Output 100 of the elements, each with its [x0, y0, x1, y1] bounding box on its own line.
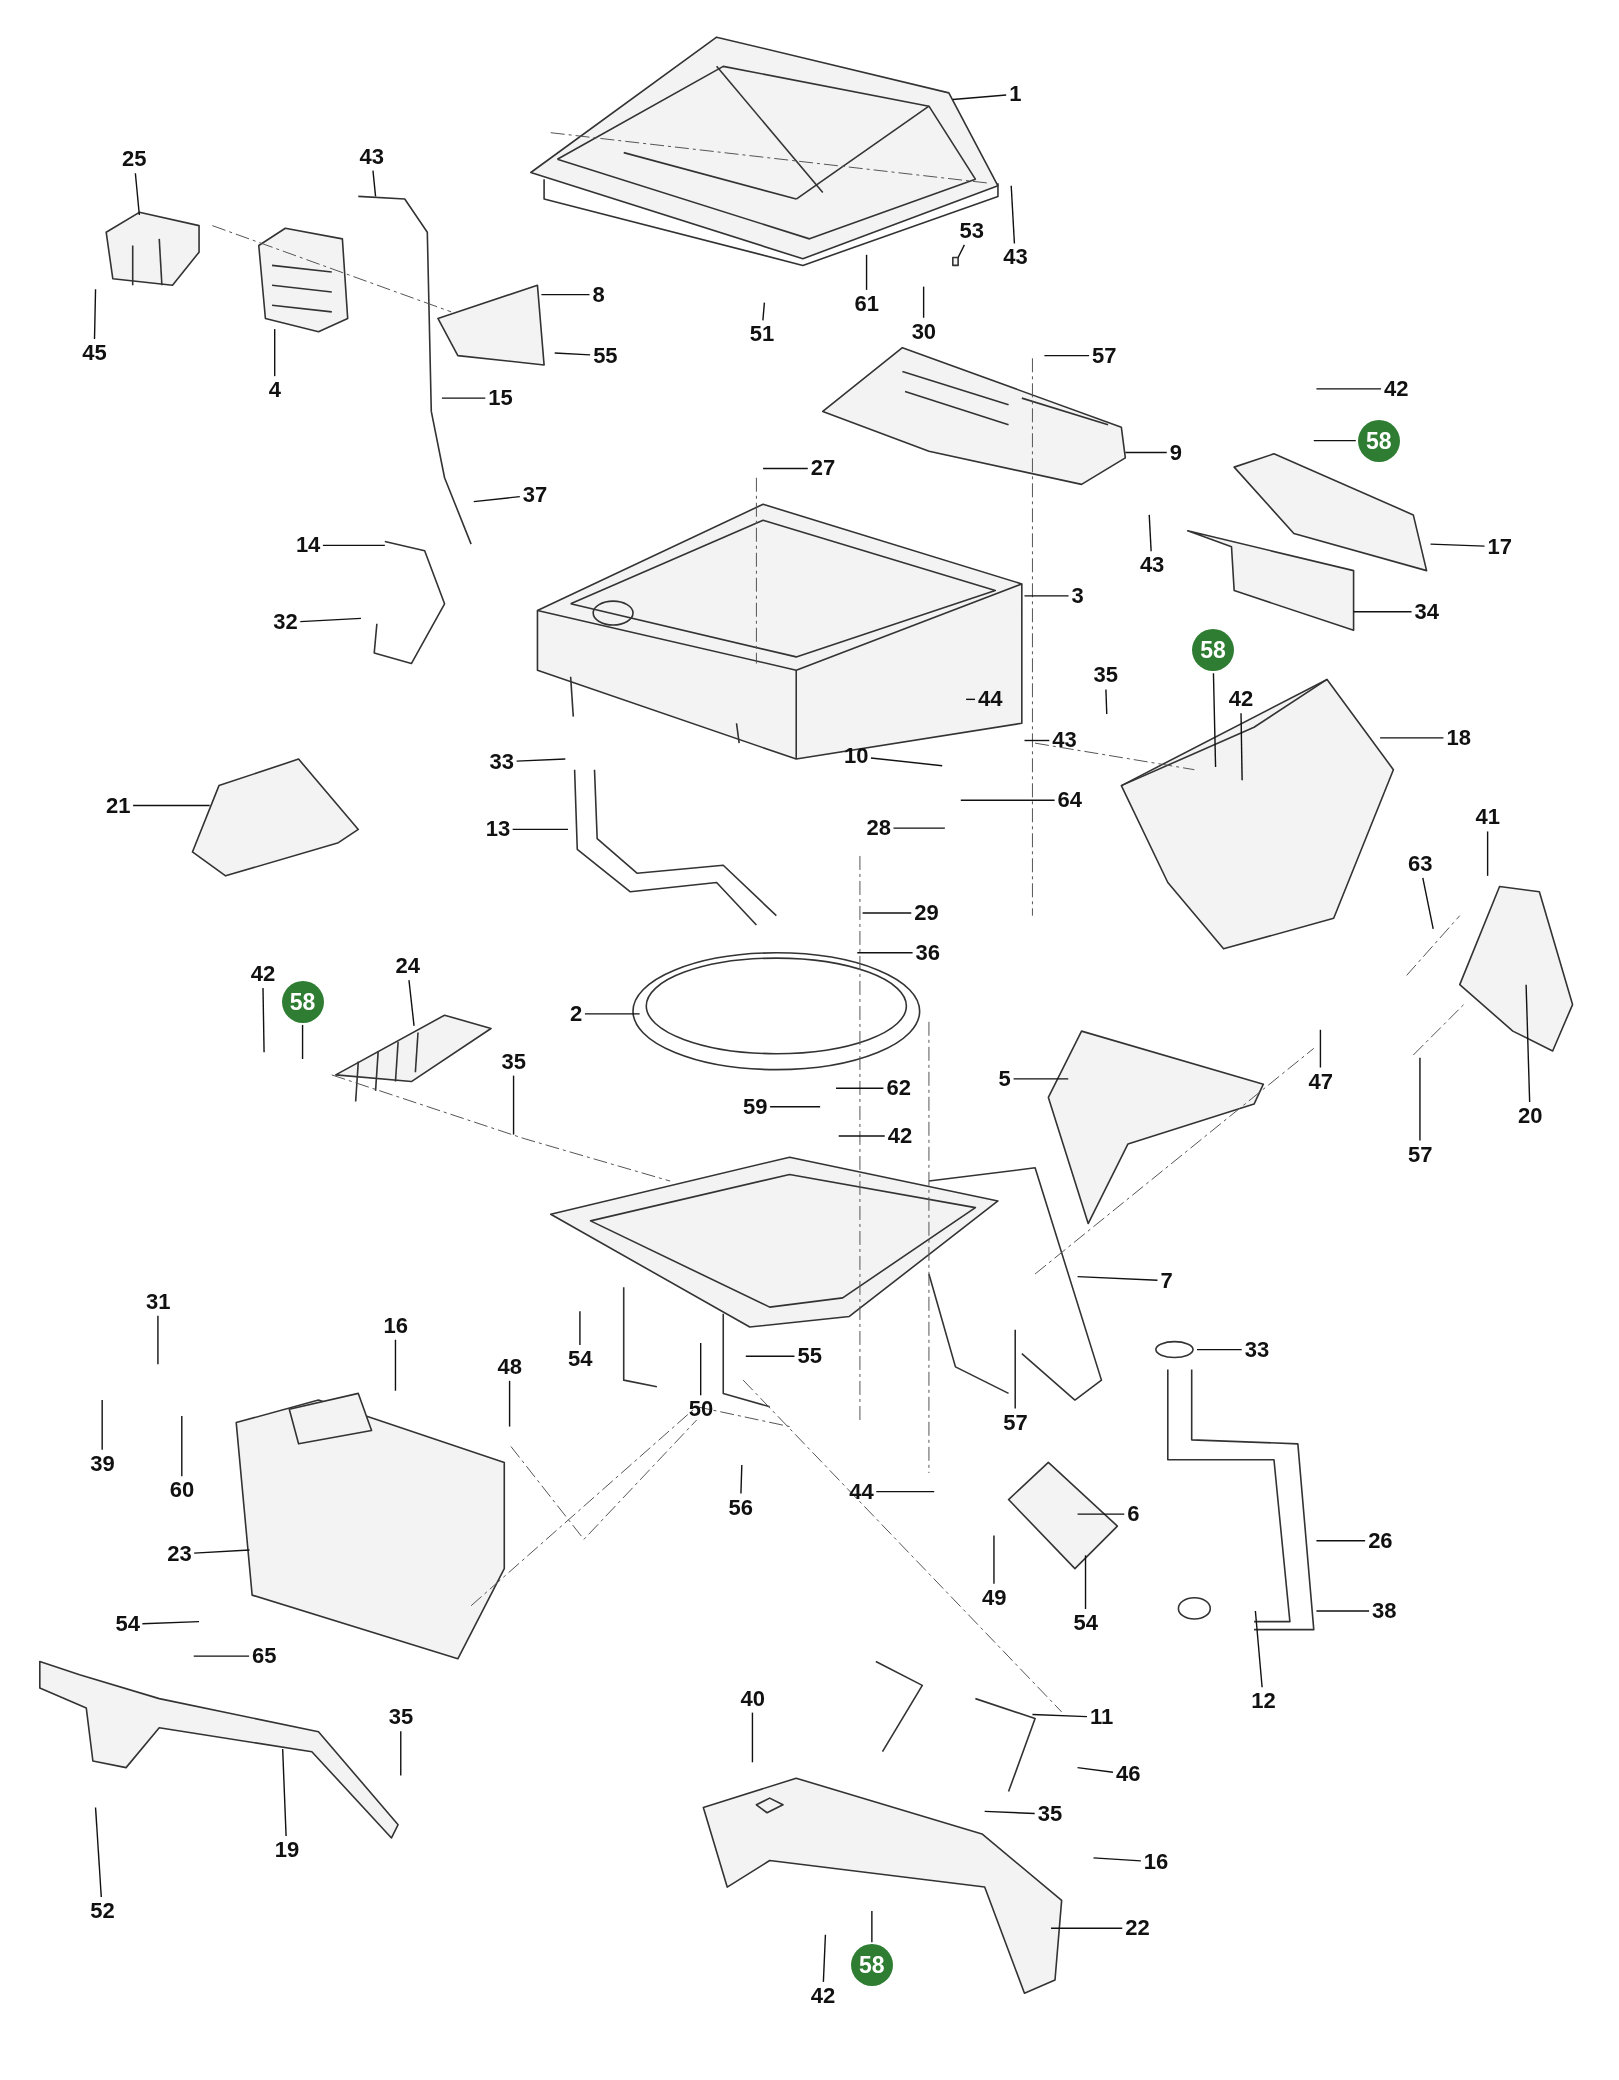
- leader-line: [1010, 185, 1016, 245]
- callout-number: 61: [853, 291, 881, 316]
- leader-line: [1429, 543, 1486, 547]
- leader-line: [1379, 737, 1445, 739]
- leader-line: [769, 1106, 821, 1108]
- leader-line: [745, 1355, 796, 1357]
- leader-line: [740, 1464, 743, 1495]
- callout-number: 16: [1142, 1849, 1170, 1874]
- callout-number: 23: [166, 1541, 193, 1566]
- leader-line: [1076, 1275, 1159, 1281]
- callout-number: 33: [1243, 1337, 1271, 1362]
- leader-line: [372, 169, 377, 198]
- leader-line: [957, 244, 966, 259]
- callout-number: 57: [1406, 1142, 1434, 1167]
- leader-line: [93, 288, 97, 340]
- leader-line: [1315, 1610, 1370, 1612]
- callout-number: 62: [885, 1076, 912, 1101]
- leader-line: [822, 1934, 827, 1983]
- leader-line: [1240, 712, 1243, 781]
- leader-line: [400, 1730, 402, 1777]
- callout-number: 54: [566, 1346, 594, 1371]
- callout-number: 29: [913, 901, 940, 925]
- callout-number: 15: [487, 386, 514, 411]
- leader-line: [1525, 983, 1531, 1103]
- highlighted-callout-number: 58: [1191, 629, 1234, 672]
- callout-number: 43: [358, 144, 386, 169]
- callout-number: 43: [1002, 245, 1029, 270]
- callout-number: 60: [168, 1478, 196, 1503]
- leader-line: [1313, 439, 1357, 442]
- leader-line: [299, 617, 362, 623]
- leader-line: [1315, 1540, 1366, 1542]
- callout-number: 38: [1371, 1599, 1398, 1624]
- leader-line: [394, 1339, 397, 1392]
- leader-line: [1105, 688, 1108, 715]
- callout-number: 9: [1168, 440, 1183, 465]
- callout-number: 12: [1250, 1689, 1277, 1714]
- leader-line: [94, 1806, 102, 1898]
- callout-number: 20: [1517, 1104, 1544, 1129]
- leader-line: [762, 301, 766, 322]
- callout-number: 34: [1413, 599, 1441, 624]
- leader-line: [193, 1655, 250, 1657]
- highlighted-callout-number: 58: [850, 1944, 893, 1987]
- leader-line: [408, 979, 415, 1027]
- callout-number: 45: [81, 341, 108, 365]
- leader-line: [1092, 1857, 1142, 1862]
- leader-line: [584, 1013, 641, 1015]
- callout-number: 17: [1486, 534, 1514, 559]
- leader-line: [892, 827, 946, 829]
- callout-number: 55: [796, 1344, 823, 1369]
- leader-line: [515, 758, 567, 762]
- callout-number: 47: [1307, 1069, 1334, 1094]
- highlighted-callout-number: 58: [1357, 419, 1400, 462]
- callout-number: 42: [249, 962, 277, 987]
- callout-number: 40: [739, 1686, 766, 1711]
- callout-number: 54: [114, 1612, 141, 1637]
- callout-number: 55: [592, 343, 619, 368]
- callout-number: 33: [488, 749, 516, 774]
- leader-line: [262, 987, 265, 1054]
- callout-number: 54: [1072, 1610, 1099, 1635]
- callout-number: 31: [144, 1289, 172, 1314]
- leader-line: [856, 952, 914, 954]
- leader-line: [965, 698, 976, 701]
- callout-number: 35: [500, 1049, 528, 1074]
- leader-line: [512, 1074, 515, 1136]
- callout-number: 1: [1008, 82, 1023, 107]
- leader-line: [1023, 595, 1070, 597]
- leader-line: [1076, 1766, 1114, 1773]
- leader-line: [952, 94, 1007, 101]
- leader-line: [871, 1910, 873, 1944]
- callout-number: 4: [267, 378, 282, 403]
- callout-number: 21: [105, 793, 132, 818]
- leader-line: [181, 1415, 183, 1477]
- leader-line: [1315, 388, 1382, 390]
- callout-number: 28: [865, 816, 892, 841]
- callout-number: 53: [958, 218, 985, 243]
- leader-line: [132, 804, 211, 807]
- leader-line: [141, 1620, 200, 1625]
- callout-number: 57: [1091, 343, 1118, 368]
- leader-line: [1212, 672, 1217, 768]
- callout-number: 32: [272, 610, 299, 635]
- callout-number: 37: [521, 483, 549, 507]
- callout-number: 49: [980, 1585, 1008, 1610]
- callout-number: 42: [886, 1123, 914, 1148]
- leader-line: [1422, 877, 1434, 930]
- callout-number: 35: [1092, 663, 1119, 688]
- leader-line: [1196, 1348, 1243, 1351]
- callout-number: 5: [997, 1066, 1012, 1091]
- callout-number: 2: [568, 1001, 584, 1026]
- leader-line: [865, 254, 868, 291]
- callout-number: 46: [1115, 1762, 1142, 1787]
- callout-number: 18: [1445, 725, 1472, 750]
- leader-line: [870, 757, 943, 767]
- callout-number: 35: [387, 1705, 415, 1730]
- leader-line: [983, 1810, 1036, 1815]
- callout-number: 50: [687, 1397, 715, 1422]
- callout-number: 26: [1367, 1528, 1394, 1553]
- callout-number: 13: [484, 817, 512, 842]
- callout-number: 44: [976, 687, 1004, 712]
- callout-number: 27: [809, 456, 837, 481]
- callout-number: 30: [910, 319, 938, 344]
